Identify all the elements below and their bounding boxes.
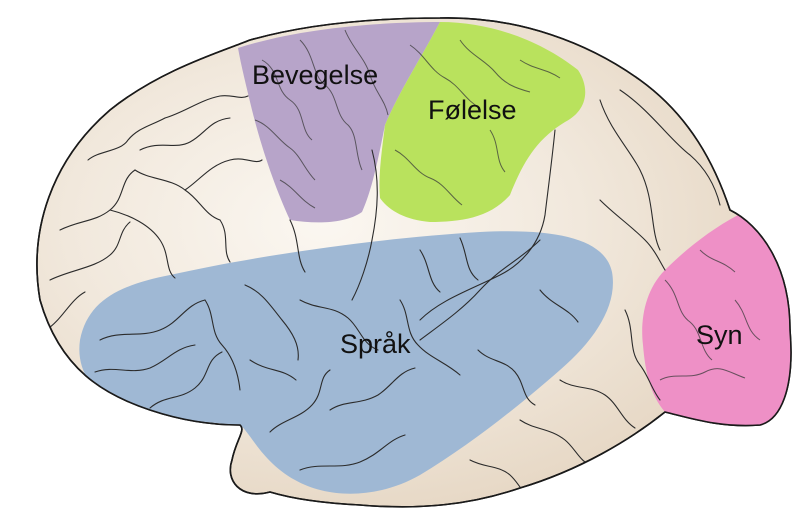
label-syn: Syn (696, 320, 743, 350)
label-folelse: Følelse (428, 95, 517, 125)
label-sprak: Språk (340, 329, 411, 359)
label-bevegelse: Bevegelse (252, 60, 378, 90)
